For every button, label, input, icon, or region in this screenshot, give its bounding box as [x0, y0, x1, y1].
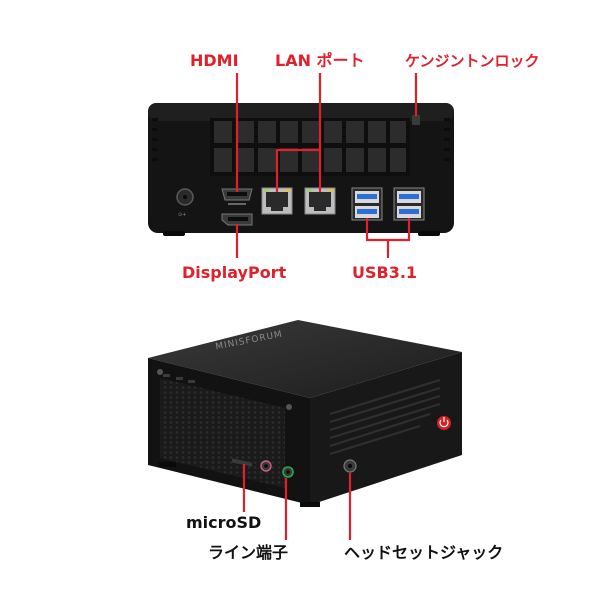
label-displayport: DisplayPort [182, 263, 287, 282]
svg-text:⊙+: ⊙+ [178, 212, 186, 218]
label-headset-jack: ヘッドセットジャック [344, 543, 504, 562]
microsd-slot [232, 458, 252, 467]
right-side-fins [444, 118, 450, 161]
rear-callout-lines [235, 73, 418, 258]
lan-port-2 [304, 187, 336, 215]
label-microsd: microSD [186, 513, 262, 532]
left-side-fins [152, 118, 158, 161]
kensington-slot [412, 115, 420, 125]
front-view [148, 320, 462, 507]
displayport-port [221, 213, 253, 226]
label-hdmi: HDMI [190, 51, 239, 70]
label-usb31: USB3.1 [352, 263, 418, 282]
rear-vent-grille [210, 118, 410, 176]
usb-stack-left [351, 187, 383, 221]
front-hex-grille [160, 378, 285, 488]
label-lan-port: LAN ポート [275, 51, 365, 70]
rear-view: ⊙+ [148, 103, 454, 236]
label-line-in: ライン端子 [208, 543, 289, 562]
power-button [437, 416, 451, 430]
hdmi-port [221, 188, 253, 205]
front-top-surface [148, 320, 462, 398]
label-kensington-lock: ケンジントンロック [405, 52, 540, 70]
side-vent-slits [329, 378, 441, 456]
usb-stack-right [393, 187, 425, 221]
lan-port-1 [261, 187, 293, 215]
front-callout-lines [242, 464, 352, 540]
